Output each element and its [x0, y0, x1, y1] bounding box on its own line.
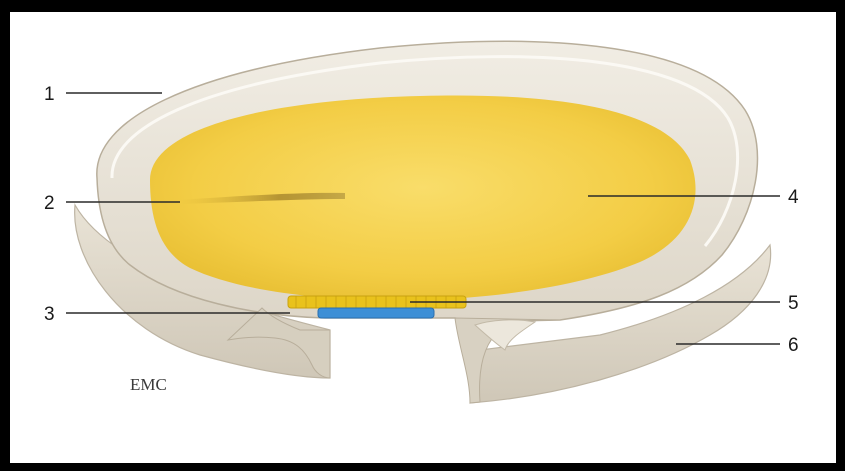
label-6: 6	[788, 335, 799, 356]
label-4: 4	[788, 187, 799, 208]
emc-logo: EMC	[130, 375, 167, 394]
label-1: 1	[44, 84, 55, 105]
label-3: 3	[44, 304, 55, 325]
label-5: 5	[788, 293, 799, 314]
label-2: 2	[44, 193, 55, 214]
disc-endoderm	[318, 308, 434, 318]
